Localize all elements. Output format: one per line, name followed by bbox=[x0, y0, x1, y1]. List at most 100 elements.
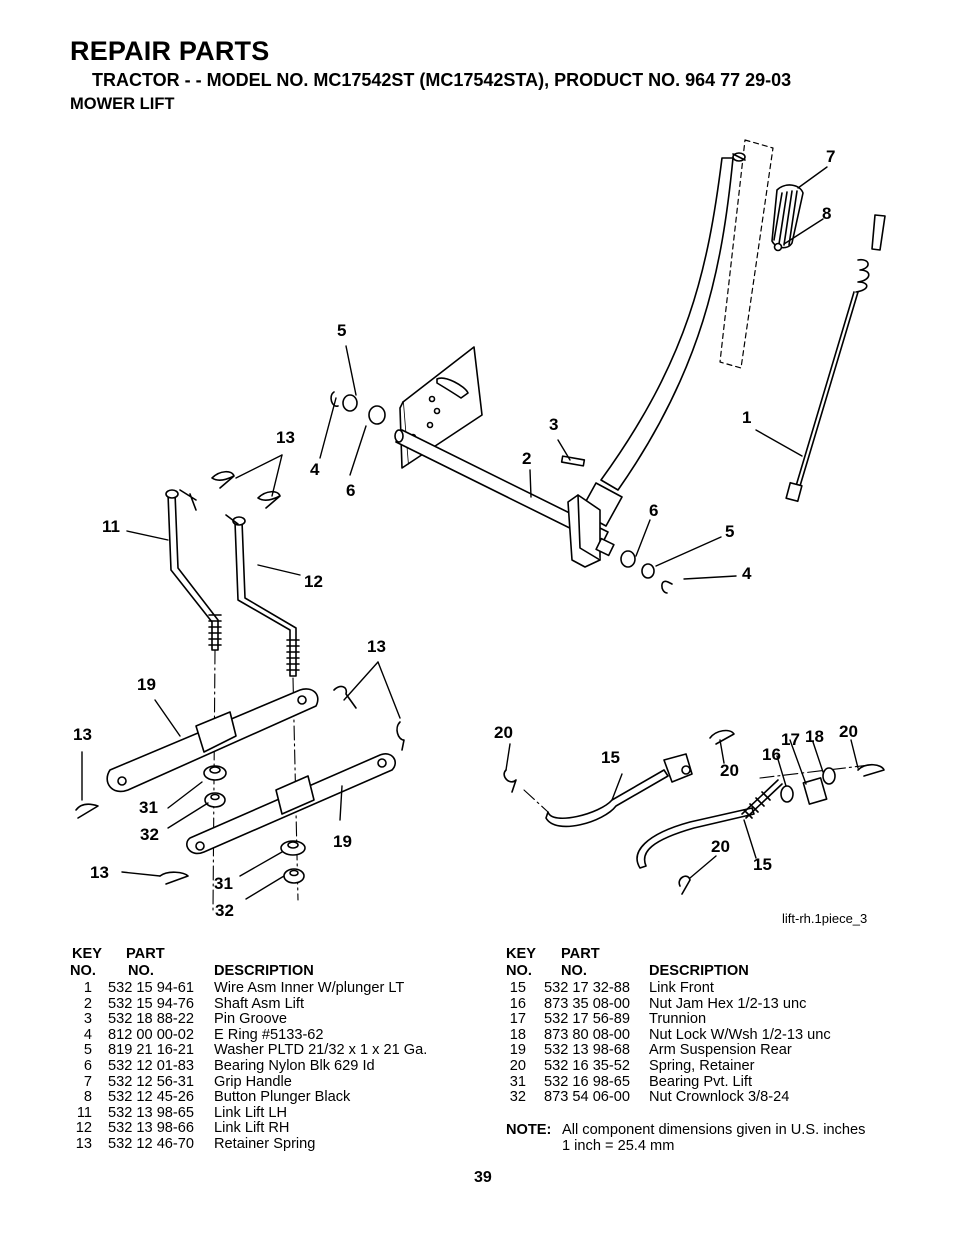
part-description: Wire Asm Inner W/plunger LT bbox=[214, 980, 405, 996]
part-key: 15 bbox=[509, 980, 526, 996]
callout-label: 13 bbox=[90, 863, 109, 882]
part-description: Trunnion bbox=[649, 1011, 707, 1028]
callout-label: 19 bbox=[137, 675, 156, 694]
spring-retainers-20 bbox=[503, 729, 885, 895]
wire-assembly bbox=[785, 214, 886, 503]
callout-label: 31 bbox=[214, 874, 233, 893]
header-part: PART bbox=[126, 946, 165, 962]
part-description: Bearing Pvt. Lift bbox=[649, 1073, 753, 1090]
part-number: 532 16 35-52 bbox=[544, 1057, 631, 1074]
trunnion-group bbox=[780, 767, 836, 805]
callout-label: 6 bbox=[649, 501, 658, 520]
part-number: 873 35 08-00 bbox=[544, 995, 631, 1012]
table-row: 17 532 17 56-89 Trunnion bbox=[506, 1012, 906, 1028]
table-header: KEY NO. PART NO. DESCRIPTION bbox=[506, 946, 906, 981]
part-key: 32 bbox=[509, 1089, 526, 1106]
callout-label: 5 bbox=[337, 321, 346, 340]
part-key: 19 bbox=[509, 1042, 526, 1059]
callout-label: 13 bbox=[367, 637, 386, 656]
plunger-button bbox=[773, 242, 783, 252]
bearing-nut-lower bbox=[280, 840, 306, 884]
header-no: NO. bbox=[70, 963, 96, 979]
grip-handle bbox=[771, 184, 804, 249]
part-description: Spring, Retainer bbox=[649, 1057, 755, 1074]
callout-label: 20 bbox=[720, 761, 739, 780]
part-number: 532 17 32-88 bbox=[544, 980, 631, 996]
header-description: DESCRIPTION bbox=[649, 963, 749, 979]
part-key: 20 bbox=[509, 1057, 526, 1074]
header-key: KEY bbox=[506, 946, 537, 962]
callout-label: 6 bbox=[346, 481, 355, 500]
part-key: 2 bbox=[83, 995, 92, 1012]
model-subtitle: TRACTOR - - MODEL NO. MC17542ST (MC17542… bbox=[92, 70, 792, 90]
lift-shaft bbox=[394, 429, 615, 568]
part-number: 819 21 16-21 bbox=[108, 1042, 195, 1059]
callout-label: 20 bbox=[711, 837, 730, 856]
callout-labels: 7 8 5 13 4 6 3 2 1 11 12 6 5 4 13 19 13 … bbox=[73, 147, 858, 920]
part-key: 17 bbox=[509, 1011, 526, 1028]
note-line-1: All component dimensions given in U.S. i… bbox=[562, 1122, 866, 1138]
callout-label: 20 bbox=[839, 722, 858, 741]
callout-label: 3 bbox=[549, 415, 558, 434]
part-description: Link Lift RH bbox=[214, 1120, 290, 1137]
callout-label: 20 bbox=[494, 723, 513, 742]
parts-table-right: KEY NO. PART NO. DESCRIPTION 15 532 17 32… bbox=[506, 946, 906, 1106]
header-part-no: NO. bbox=[128, 963, 154, 979]
header-key: KEY bbox=[72, 946, 103, 962]
callout-label: 16 bbox=[762, 745, 781, 764]
bearing-nut-upper bbox=[203, 765, 227, 808]
part-key: 13 bbox=[75, 1135, 92, 1152]
callout-label: 2 bbox=[522, 449, 531, 468]
part-number: 532 13 98-65 bbox=[108, 1104, 195, 1121]
link-front-upper bbox=[545, 753, 693, 828]
page-title: REPAIR PARTS bbox=[70, 36, 270, 66]
callout-label: 31 bbox=[139, 798, 158, 817]
part-description: E Ring #5133-62 bbox=[214, 1026, 324, 1043]
callout-label: 18 bbox=[805, 727, 824, 746]
part-description: Button Plunger Black bbox=[214, 1089, 351, 1106]
part-number: 532 15 94-61 bbox=[108, 980, 195, 996]
callout-label: 4 bbox=[742, 564, 752, 583]
callout-label: 11 bbox=[102, 517, 120, 536]
lift-handle bbox=[579, 152, 746, 527]
leader-lines bbox=[81, 166, 859, 900]
callout-label: 7 bbox=[826, 147, 835, 166]
callout-label: 15 bbox=[753, 855, 772, 874]
header-description: DESCRIPTION bbox=[214, 963, 314, 979]
link-lift-lh bbox=[165, 489, 222, 651]
mower-lift-diagram: 7 8 5 13 4 6 3 2 1 11 12 6 5 4 13 19 13 … bbox=[73, 139, 886, 920]
part-number: 532 17 56-89 bbox=[544, 1011, 631, 1028]
header-part: PART bbox=[561, 946, 600, 962]
part-description: Arm Suspension Rear bbox=[649, 1042, 792, 1059]
pin-groove bbox=[560, 455, 586, 467]
part-number: 532 12 45-26 bbox=[108, 1089, 195, 1106]
callout-label: 1 bbox=[742, 408, 751, 427]
part-number: 873 54 06-00 bbox=[544, 1089, 631, 1106]
callout-label: 5 bbox=[725, 522, 734, 541]
part-description: Nut Jam Hex 1/2-13 unc bbox=[649, 995, 807, 1012]
figure-reference: lift-rh.1piece_3 bbox=[782, 911, 868, 926]
arm-suspension-upper bbox=[106, 688, 319, 793]
part-number: 532 18 88-22 bbox=[108, 1011, 195, 1028]
part-description: Grip Handle bbox=[214, 1073, 292, 1090]
part-key: 31 bbox=[509, 1073, 526, 1090]
callout-label: 13 bbox=[276, 428, 295, 447]
callout-label: 19 bbox=[333, 832, 352, 851]
part-key: 5 bbox=[83, 1042, 92, 1059]
part-number: 532 15 94-76 bbox=[108, 995, 195, 1012]
part-key: 18 bbox=[509, 1026, 526, 1043]
callout-label: 32 bbox=[215, 901, 234, 920]
section-heading: MOWER LIFT bbox=[70, 95, 175, 113]
